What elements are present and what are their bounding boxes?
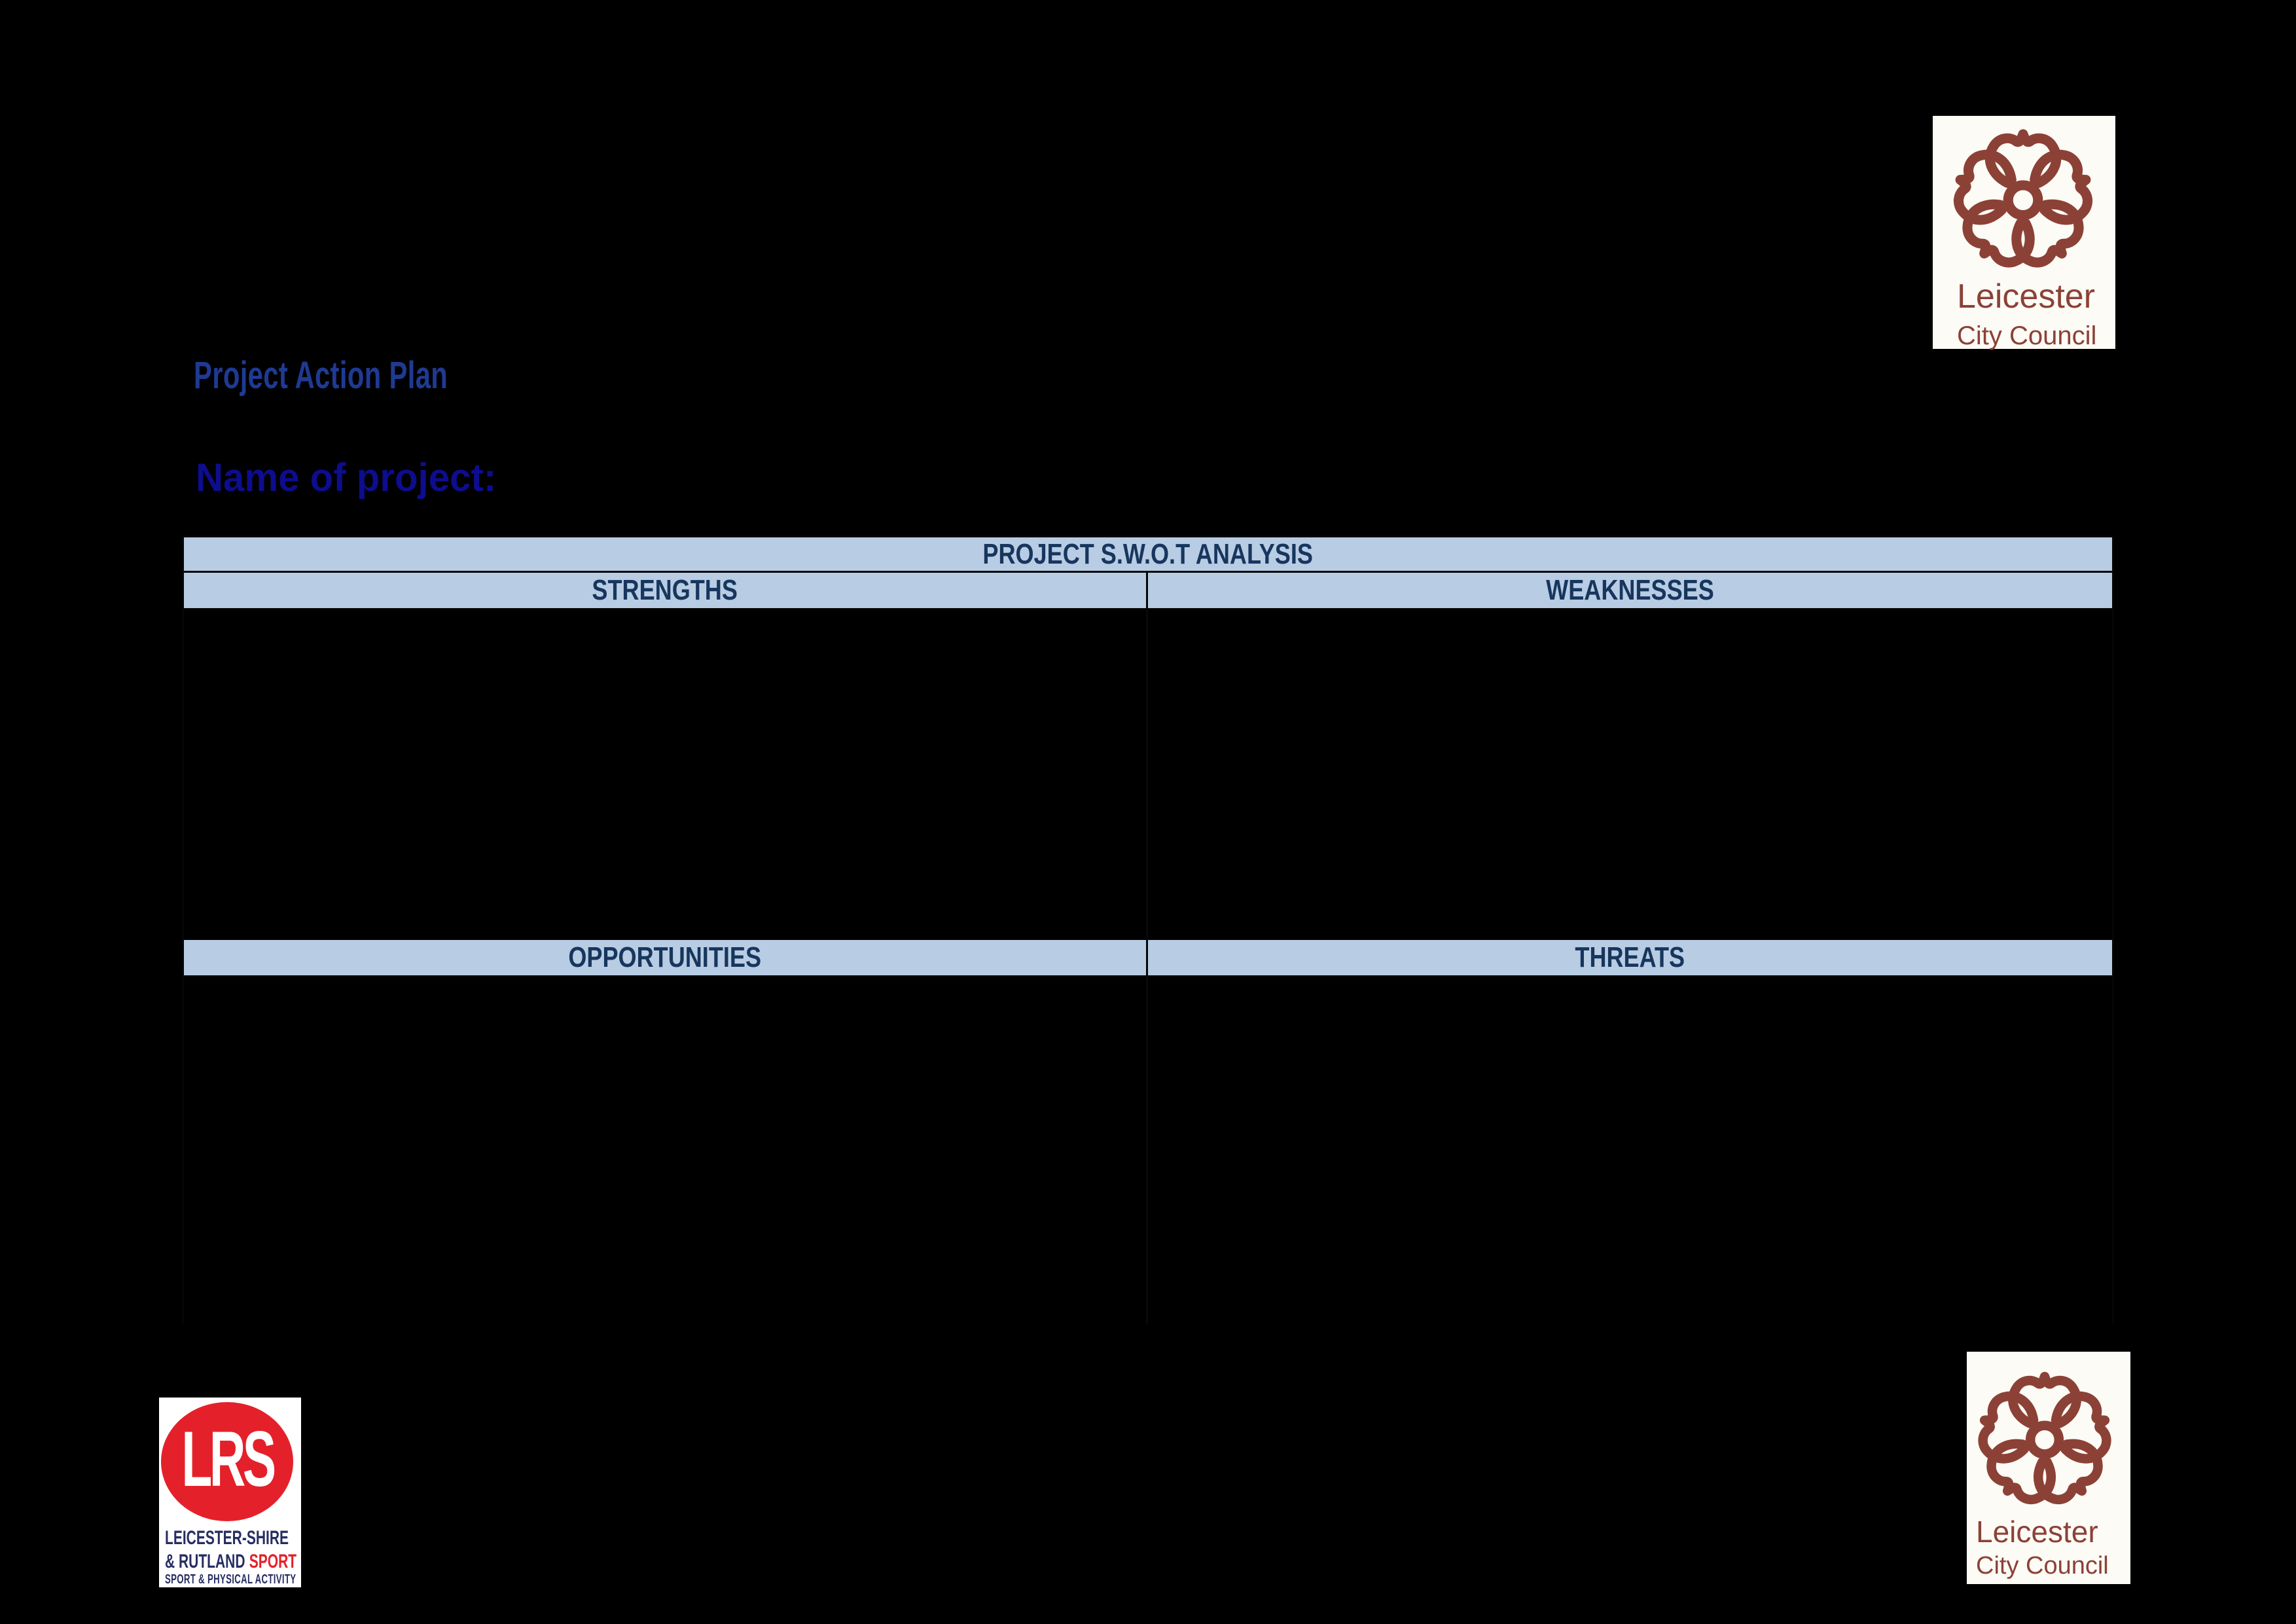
swot-title-row: PROJECT S.W.O.T ANALYSIS (184, 535, 2112, 573)
lrs-tagline-2-red: SPORT (249, 1551, 297, 1572)
lcc-logo-subname: City Council (1976, 1552, 2109, 1579)
page-title: Project Action Plan (194, 354, 448, 397)
strengths-header-text: STRENGTHS (592, 574, 738, 606)
swot-header-row-bottom: OPPORTUNITIES THREATS (184, 940, 2112, 977)
leicester-cinquefoil-icon (1978, 1371, 2111, 1505)
lrs-circle-icon: LRS (161, 1402, 293, 1521)
lrs-tagline-1: LEICESTER-SHIRE (165, 1527, 289, 1549)
swot-title-cell: PROJECT S.W.O.T ANALYSIS (184, 535, 2112, 573)
swot-title-text: PROJECT S.W.O.T ANALYSIS (982, 537, 1314, 570)
leicester-city-council-logo-top: Leicester City Council (1933, 116, 2115, 349)
weaknesses-header-cell: WEAKNESSES (1148, 573, 2112, 610)
strengths-content-cell[interactable] (184, 610, 1148, 940)
leicester-city-council-logo-bottom: Leicester City Council (1967, 1352, 2130, 1584)
weaknesses-header-text: WEAKNESSES (1546, 574, 1714, 606)
lrs-tagline-2-navy: & RUTLAND (165, 1551, 245, 1572)
lrs-acronym: LRS (181, 1415, 276, 1503)
strengths-header-cell: STRENGTHS (184, 573, 1148, 610)
project-name-label: Name of project: (196, 456, 497, 499)
swot-header-row-top: STRENGTHS WEAKNESSES (184, 573, 2112, 610)
swot-table: PROJECT S.W.O.T ANALYSIS STRENGTHS WEAKN… (182, 535, 2114, 1324)
swot-content-row-top (184, 610, 2112, 940)
swot-content-row-bottom (184, 977, 2112, 1324)
lcc-logo-subname: City Council (1957, 321, 2097, 350)
weaknesses-content-cell[interactable] (1148, 610, 2112, 940)
threats-content-cell[interactable] (1148, 977, 2112, 1324)
opportunities-header-text: OPPORTUNITIES (568, 941, 762, 973)
lcc-logo-name: Leicester (1957, 278, 2095, 316)
threats-header-cell: THREATS (1148, 940, 2112, 977)
lcc-logo-name: Leicester (1976, 1515, 2098, 1549)
opportunities-content-cell[interactable] (184, 977, 1148, 1324)
lrs-tagline-3: SPORT & PHYSICAL ACTIVITY (165, 1572, 296, 1587)
threats-header-text: THREATS (1575, 941, 1685, 973)
leicester-cinquefoil-icon (1954, 129, 2092, 268)
opportunities-header-cell: OPPORTUNITIES (184, 940, 1148, 977)
